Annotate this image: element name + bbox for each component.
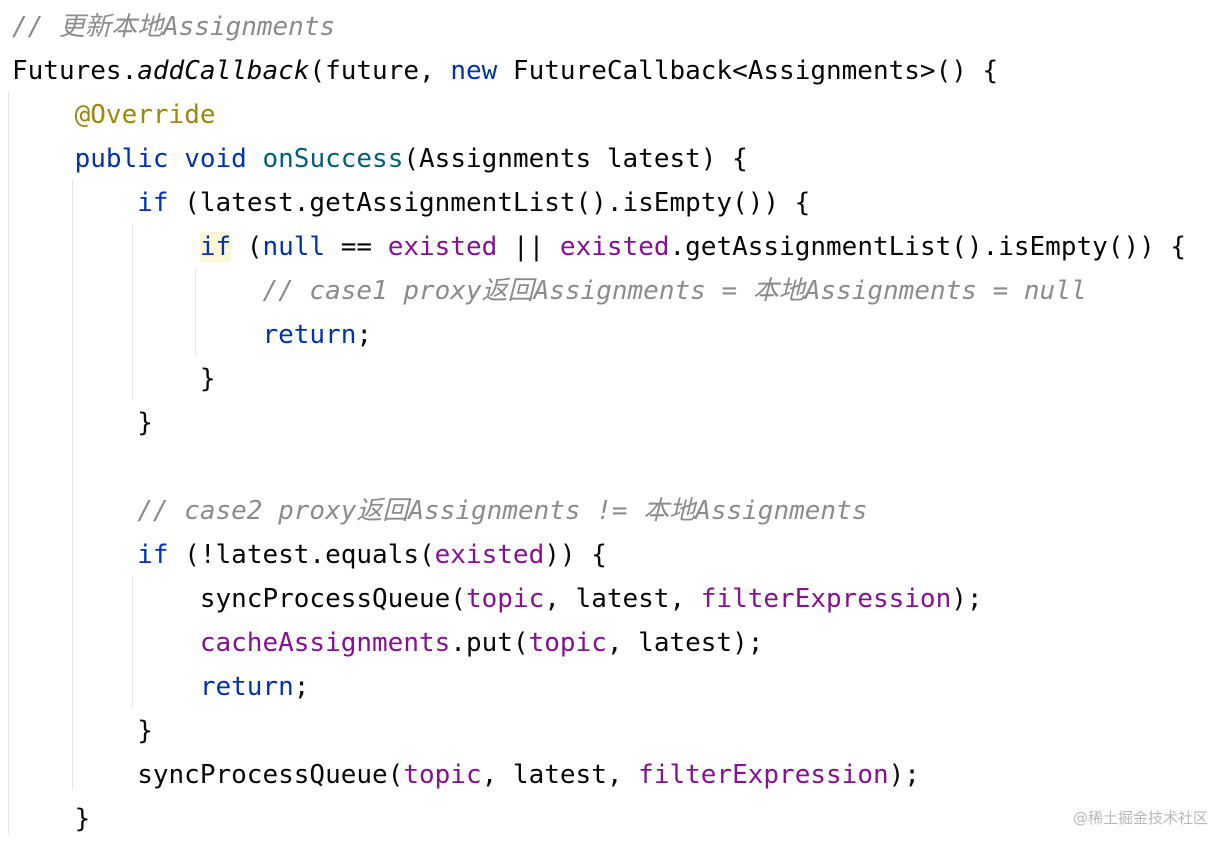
code-token-keyword: null <box>262 232 326 262</box>
code-token-plain <box>12 320 262 350</box>
indent-guide <box>8 92 9 834</box>
code-token-keyword: if <box>137 188 169 218</box>
code-line: return; <box>12 313 1216 357</box>
code-token-field: topic <box>465 584 545 614</box>
code-token-field: filterExpression <box>638 760 889 790</box>
code-token-plain: ( <box>231 232 263 262</box>
code-token-plain: (!latest.equals( <box>168 540 435 570</box>
code-token-plain <box>12 144 75 174</box>
code-token-keyword: if <box>137 540 169 570</box>
code-token-plain: FutureCallback<Assignments>() { <box>497 56 999 86</box>
code-line: public void onSuccess(Assignments latest… <box>12 137 1216 181</box>
code-token-plain: syncProcessQueue( <box>12 760 404 790</box>
code-token-field: filterExpression <box>700 584 952 614</box>
code-line: syncProcessQueue(topic, latest, filterEx… <box>12 577 1216 621</box>
code-token-plain: syncProcessQueue( <box>12 584 466 614</box>
code-token-plain <box>12 672 200 702</box>
code-token-plain <box>12 276 262 306</box>
code-token-comment: // case2 proxy返回Assignments != 本地Assignm… <box>137 496 868 526</box>
code-token-static-call: addCallback <box>137 56 310 86</box>
code-token-plain: } <box>12 364 216 394</box>
code-token-plain <box>169 144 185 174</box>
code-token-plain: ; <box>293 672 310 702</box>
code-token-plain <box>247 144 263 174</box>
code-token-plain: )) { <box>544 540 607 570</box>
code-token-plain: , latest, <box>544 584 701 614</box>
code-token-keyword: new <box>450 56 498 86</box>
code-line: } <box>12 357 1216 401</box>
code-token-plain: || <box>497 232 560 262</box>
code-line: } <box>12 401 1216 445</box>
code-line: syncProcessQueue(topic, latest, filterEx… <box>12 753 1216 797</box>
code-line: // case2 proxy返回Assignments != 本地Assignm… <box>12 489 1216 533</box>
watermark: @稀土掘金技术社区 <box>1072 809 1208 827</box>
code-line <box>12 445 1216 489</box>
code-token-plain <box>12 628 200 658</box>
code-line: } <box>12 709 1216 753</box>
code-token-plain: (future, <box>309 56 451 86</box>
code-token-plain: (latest.getAssignmentList().isEmpty()) { <box>168 188 811 218</box>
code-token-comment: // 更新本地Assignments <box>12 12 336 42</box>
code-token-plain <box>12 540 137 570</box>
code-token-plain <box>12 232 200 262</box>
code-token-plain: ; <box>356 320 373 350</box>
code-token-plain <box>12 188 137 218</box>
indent-guide <box>132 576 133 708</box>
indent-guide <box>132 224 133 400</box>
code-token-plain: == <box>325 232 388 262</box>
code-line: if (null == existed || existed.getAssign… <box>12 225 1216 269</box>
code-line: return; <box>12 665 1216 709</box>
code-token-plain: , latest, <box>481 760 639 790</box>
code-token-field: topic <box>528 628 607 658</box>
code-token-plain: } <box>12 804 91 834</box>
code-token-plain: , latest); <box>606 628 764 658</box>
code-line: if (latest.getAssignmentList().isEmpty()… <box>12 181 1216 225</box>
code-token-plain: Futures. <box>12 56 138 86</box>
code-token-field: existed <box>387 232 498 262</box>
code-line: Futures.addCallback(future, new FutureCa… <box>12 49 1216 93</box>
code-token-field: topic <box>403 760 482 790</box>
code-token-plain: } <box>12 716 153 746</box>
code-token-keyword: return <box>199 672 294 702</box>
code-token-plain: (Assignments latest) { <box>403 144 748 174</box>
code-token-plain: ); <box>951 584 983 614</box>
code-token-field: existed <box>434 540 545 570</box>
code-token-plain <box>12 496 137 526</box>
code-token-plain: .put( <box>450 628 529 658</box>
code-line: cacheAssignments.put(topic, latest); <box>12 621 1216 665</box>
code-token-keyword: if <box>199 232 232 262</box>
code-token-keyword: void <box>184 144 247 174</box>
code-line: // case1 proxy返回Assignments = 本地Assignme… <box>12 269 1216 313</box>
code-line: if (!latest.equals(existed)) { <box>12 533 1216 577</box>
code-token-method-decl: onSuccess <box>262 144 404 174</box>
code-token-comment: // case1 proxy返回Assignments = 本地Assignme… <box>262 276 1087 306</box>
indent-guide <box>195 268 196 356</box>
code-token-field: existed <box>559 232 670 262</box>
code-token-plain: ); <box>888 760 920 790</box>
code-line: @Override <box>12 93 1216 137</box>
code-line: // 更新本地Assignments <box>12 5 1216 49</box>
code-token-plain: .getAssignmentList().isEmpty()) { <box>669 232 1187 262</box>
code-token-plain <box>12 100 75 130</box>
indent-guide <box>72 180 73 790</box>
code-token-plain: } <box>12 408 153 438</box>
code-token-keyword: return <box>262 320 357 350</box>
code-token-keyword: public <box>74 144 169 174</box>
code-line: } <box>12 797 1216 841</box>
code-token-field: cacheAssignments <box>199 628 451 658</box>
code-token-annotation: @Override <box>74 100 216 130</box>
